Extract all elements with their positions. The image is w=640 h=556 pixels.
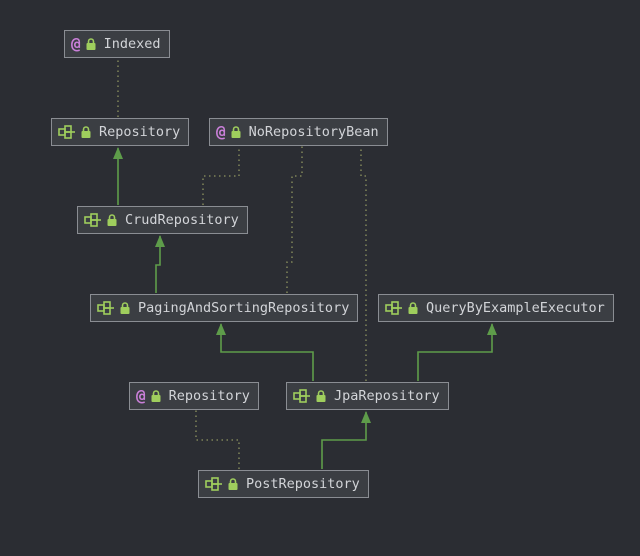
node-label: PagingAndSortingRepository bbox=[138, 300, 350, 316]
edge-jpa-repository-to-no-repository-bean bbox=[360, 146, 367, 381]
node-label: NoRepositoryBean bbox=[248, 124, 379, 140]
edge-paging-and-sorting-to-no-repository-bean bbox=[286, 146, 303, 293]
node-repository[interactable]: Repository bbox=[51, 118, 190, 146]
node-crud-repository[interactable]: CrudRepository bbox=[77, 206, 248, 234]
lock-icon bbox=[151, 390, 161, 402]
node-no-repository-bean[interactable]: @ NoRepositoryBean bbox=[209, 118, 388, 146]
interface-icon bbox=[205, 477, 222, 491]
interface-icon bbox=[293, 389, 310, 403]
edge-crud-repository-to-no-repository-bean bbox=[202, 146, 240, 205]
at-sign-icon: @ bbox=[136, 386, 146, 405]
node-label: Repository bbox=[99, 124, 181, 140]
edge-post-repository-to-repository-annotation bbox=[195, 410, 240, 469]
node-repository-annotation[interactable]: @ Repository bbox=[129, 382, 259, 410]
lock-icon bbox=[86, 38, 96, 50]
node-paging-and-sorting-repository[interactable]: PagingAndSortingRepository bbox=[90, 294, 359, 322]
interface-icon bbox=[84, 213, 101, 227]
node-post-repository[interactable]: PostRepository bbox=[198, 470, 369, 498]
edge-post-repository-to-jpa-repository bbox=[321, 411, 371, 469]
interface-icon bbox=[97, 301, 114, 315]
lock-icon bbox=[120, 302, 130, 314]
node-label: Repository bbox=[168, 388, 250, 404]
node-label: Indexed bbox=[103, 36, 161, 52]
lock-icon bbox=[231, 126, 241, 138]
node-label: PostRepository bbox=[246, 476, 360, 492]
lock-icon bbox=[408, 302, 418, 314]
node-label: QueryByExampleExecutor bbox=[426, 300, 605, 316]
lock-icon bbox=[107, 214, 117, 226]
interface-icon bbox=[385, 301, 402, 315]
lock-icon bbox=[316, 390, 326, 402]
interface-icon bbox=[58, 125, 75, 139]
lock-icon bbox=[81, 126, 91, 138]
at-sign-icon: @ bbox=[216, 122, 226, 141]
node-jpa-repository[interactable]: JpaRepository bbox=[286, 382, 449, 410]
node-label: JpaRepository bbox=[334, 388, 440, 404]
lock-icon bbox=[228, 478, 238, 490]
edge-jpa-repository-to-query-by-example bbox=[417, 323, 497, 381]
node-label: CrudRepository bbox=[125, 212, 239, 228]
edge-paging-and-sorting-to-crud-repository bbox=[155, 235, 165, 293]
node-indexed[interactable]: @ Indexed bbox=[64, 30, 170, 58]
node-query-by-example-executor[interactable]: QueryByExampleExecutor bbox=[378, 294, 614, 322]
at-sign-icon: @ bbox=[71, 34, 81, 53]
edge-jpa-repository-to-paging-and-sorting bbox=[216, 323, 314, 381]
